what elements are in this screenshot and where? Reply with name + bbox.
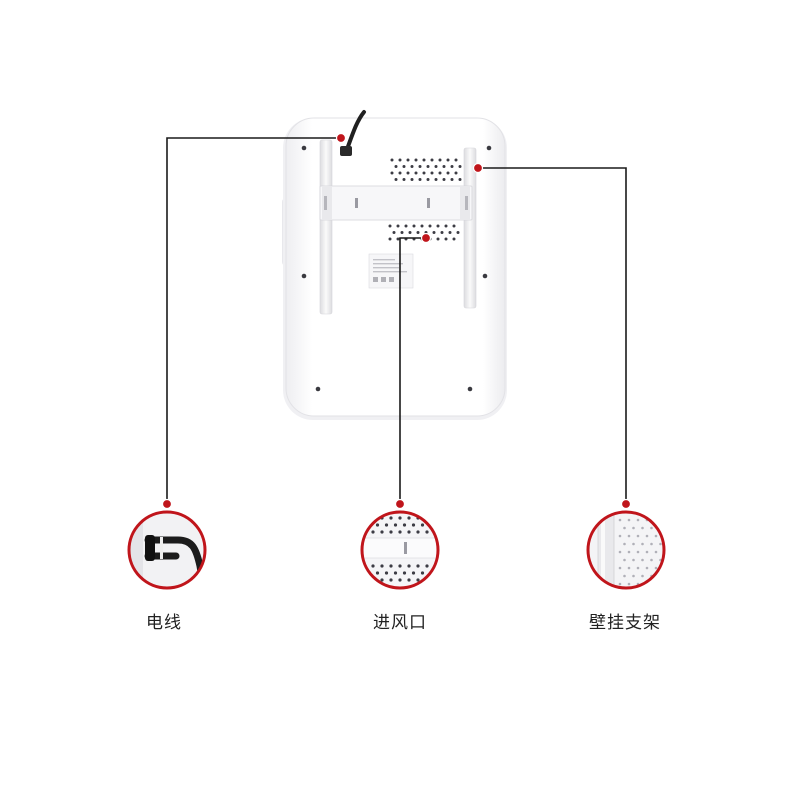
- detail-circle-bracket: [586, 510, 666, 590]
- marker-dots: [161, 132, 632, 510]
- detail-circle-cord: [127, 510, 207, 590]
- detail-circle-vent: [360, 510, 440, 590]
- device-back-panel: [282, 110, 507, 420]
- callout-label-vent: 进风口: [373, 613, 427, 633]
- power-cord: [340, 110, 366, 156]
- callout-label-bracket: 壁挂支架: [589, 613, 661, 633]
- left-bracket: [319, 139, 333, 315]
- leader-line-bracket: [478, 167, 627, 504]
- screw-holes: [301, 145, 492, 392]
- wall-mount-bracket: [319, 185, 473, 221]
- leader-line-cord: [166, 137, 341, 504]
- right-bracket: [463, 147, 477, 309]
- leader-line-vent: [399, 237, 426, 504]
- vent-grille-top: [390, 158, 462, 181]
- product-label-sticker: [368, 253, 414, 289]
- callout-label-cord: 电线: [146, 613, 182, 633]
